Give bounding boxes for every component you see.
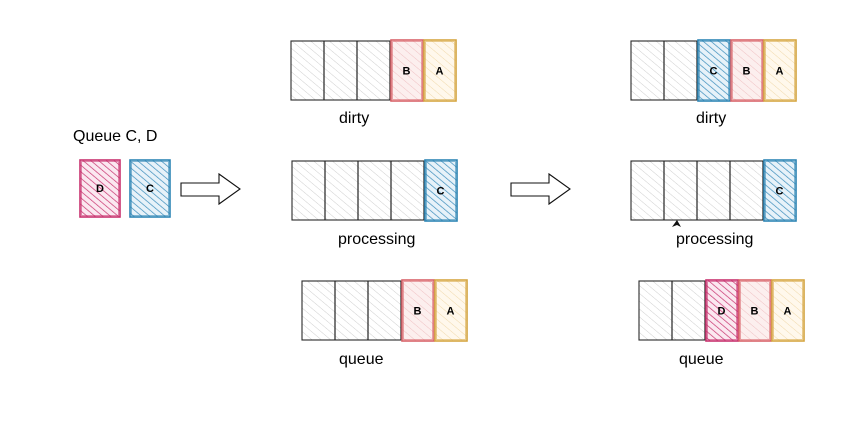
cursor-icon bbox=[672, 220, 681, 227]
item-label-b: B bbox=[751, 306, 759, 318]
item-cell-a bbox=[771, 279, 805, 342]
empty-cell bbox=[664, 41, 697, 100]
item-cell-c bbox=[424, 159, 458, 222]
item-cell-a bbox=[423, 39, 457, 102]
empty-cell bbox=[664, 161, 697, 220]
item-cell-sketch bbox=[426, 161, 456, 220]
empty-cell bbox=[697, 161, 730, 220]
empty-cell bbox=[368, 281, 401, 340]
empty-cell bbox=[631, 161, 664, 220]
empty-cell bbox=[292, 161, 325, 220]
item-cell-sketch bbox=[699, 41, 729, 100]
empty-cell bbox=[631, 41, 664, 100]
item-label-b: B bbox=[743, 66, 751, 78]
item-cell-sketch bbox=[425, 41, 455, 100]
item-cell-sketch bbox=[403, 281, 433, 340]
item-cell-b bbox=[401, 279, 435, 342]
transition-arrow-2 bbox=[510, 172, 571, 206]
item-label-a: A bbox=[776, 66, 784, 78]
item-label-a: A bbox=[784, 306, 792, 318]
item-cell-a bbox=[763, 39, 797, 102]
item-cell-b bbox=[738, 279, 772, 342]
before-processing-label: processing bbox=[338, 231, 415, 248]
incoming-item-c bbox=[129, 159, 171, 218]
transition-arrow-1 bbox=[180, 172, 241, 206]
empty-cell bbox=[391, 161, 424, 220]
item-cell-b bbox=[730, 39, 764, 102]
incoming-item-d bbox=[79, 159, 121, 218]
empty-cell bbox=[639, 281, 672, 340]
empty-cell bbox=[325, 161, 358, 220]
item-cell-d bbox=[705, 279, 739, 342]
empty-cell bbox=[291, 41, 324, 100]
item-label-d: D bbox=[718, 306, 726, 318]
incoming-label-c: C bbox=[146, 183, 154, 195]
item-cell-a bbox=[434, 279, 468, 342]
item-label-c: C bbox=[776, 186, 784, 198]
item-label-c: C bbox=[437, 186, 445, 198]
item-cell-sketch bbox=[740, 281, 770, 340]
item-cell-c bbox=[697, 39, 731, 102]
empty-cell bbox=[672, 281, 705, 340]
after-dirty-label: dirty bbox=[696, 110, 726, 127]
incoming-item-sketch bbox=[131, 161, 169, 216]
before-dirty-label: dirty bbox=[339, 110, 369, 127]
item-cell-sketch bbox=[765, 161, 795, 220]
empty-cell bbox=[730, 161, 763, 220]
item-label-b: B bbox=[403, 66, 411, 78]
after-queue-label: queue bbox=[679, 351, 724, 368]
after-processing-label: processing bbox=[676, 231, 753, 248]
item-cell-sketch bbox=[773, 281, 803, 340]
item-label-a: A bbox=[436, 66, 444, 78]
item-label-a: A bbox=[447, 306, 455, 318]
item-cell-sketch bbox=[707, 281, 737, 340]
item-cell-sketch bbox=[765, 41, 795, 100]
empty-cell bbox=[302, 281, 335, 340]
before-queue-label: queue bbox=[339, 351, 384, 368]
item-cell-sketch bbox=[732, 41, 762, 100]
empty-cell bbox=[335, 281, 368, 340]
before-processing-row: C bbox=[291, 159, 458, 222]
empty-cell bbox=[324, 41, 357, 100]
empty-cell bbox=[357, 41, 390, 100]
incoming-item-sketch bbox=[81, 161, 119, 216]
item-label-c: C bbox=[710, 66, 718, 78]
after-processing-row: C bbox=[630, 159, 797, 222]
queue-cd-caption: Queue C, D bbox=[73, 128, 157, 145]
empty-cell bbox=[358, 161, 391, 220]
incoming-label-d: D bbox=[96, 183, 104, 195]
item-label-b: B bbox=[414, 306, 422, 318]
item-cell-sketch bbox=[436, 281, 466, 340]
item-cell-c bbox=[763, 159, 797, 222]
item-cell-b bbox=[390, 39, 424, 102]
item-cell-sketch bbox=[392, 41, 422, 100]
